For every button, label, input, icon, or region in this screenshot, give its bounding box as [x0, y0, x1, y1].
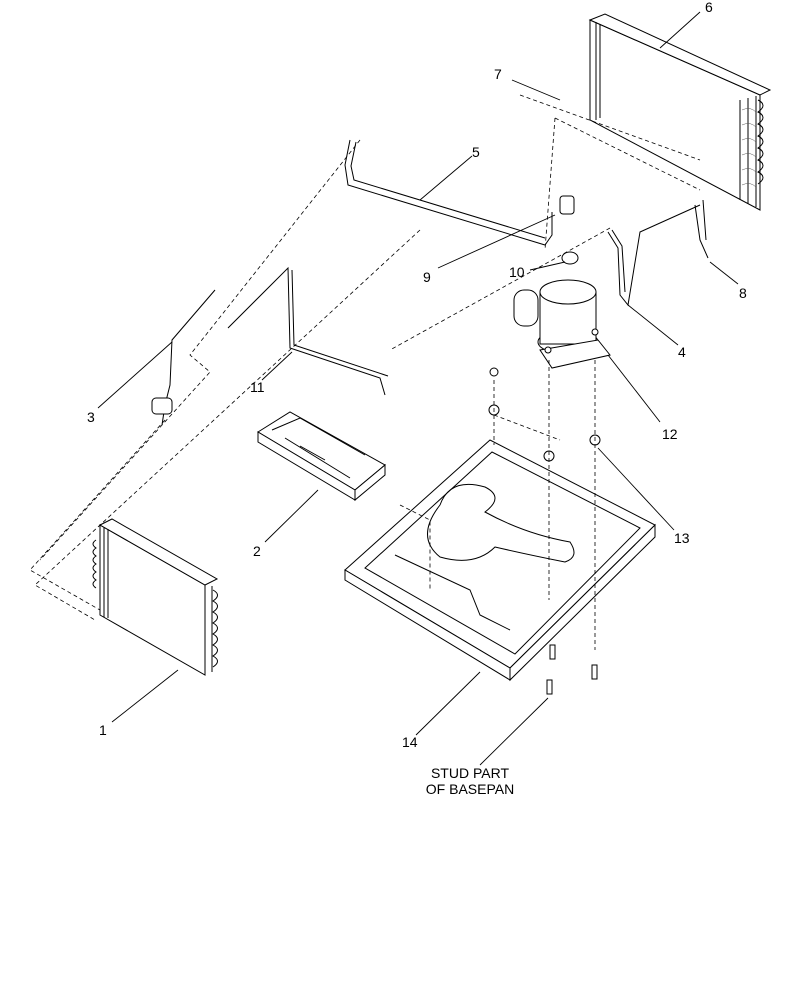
- part-12-compressor: [513, 279, 611, 369]
- part-2-drain-tray: [257, 411, 386, 502]
- part-5-tube: [344, 139, 553, 246]
- stud-note-line-1: STUD PART: [430, 765, 510, 781]
- callout-3: 3: [87, 409, 95, 425]
- callout-12: 12: [662, 426, 678, 442]
- assembly-dashed-lines: [29, 94, 701, 650]
- callout-11: 11: [250, 379, 265, 395]
- callout-2: 2: [253, 543, 261, 559]
- callout-10: 10: [509, 264, 525, 280]
- stud-note: STUD PART OF BASEPAN: [400, 765, 540, 797]
- part-9-valve: [559, 195, 575, 215]
- callout-14: 14: [402, 734, 418, 750]
- part-6-evaporator-coil: [588, 13, 772, 211]
- part-11-tube: [227, 266, 386, 396]
- callout-4: 4: [678, 344, 686, 360]
- part-1-condenser-coil: [92, 518, 219, 676]
- callout-13: 13: [674, 530, 690, 546]
- part-14-base-pan: [344, 439, 656, 682]
- callout-1: 1: [99, 722, 107, 738]
- callout-5: 5: [472, 144, 480, 160]
- callout-9: 9: [423, 269, 431, 285]
- leader-lines: [97, 11, 739, 766]
- stud-note-line-2: OF BASEPAN: [425, 781, 515, 797]
- callout-8: 8: [739, 285, 747, 301]
- callout-6: 6: [705, 0, 713, 15]
- part-8-connector: [694, 199, 709, 259]
- part-4-tube: [607, 204, 701, 307]
- callout-7: 7: [494, 66, 502, 82]
- part-10-fitting: [561, 251, 579, 265]
